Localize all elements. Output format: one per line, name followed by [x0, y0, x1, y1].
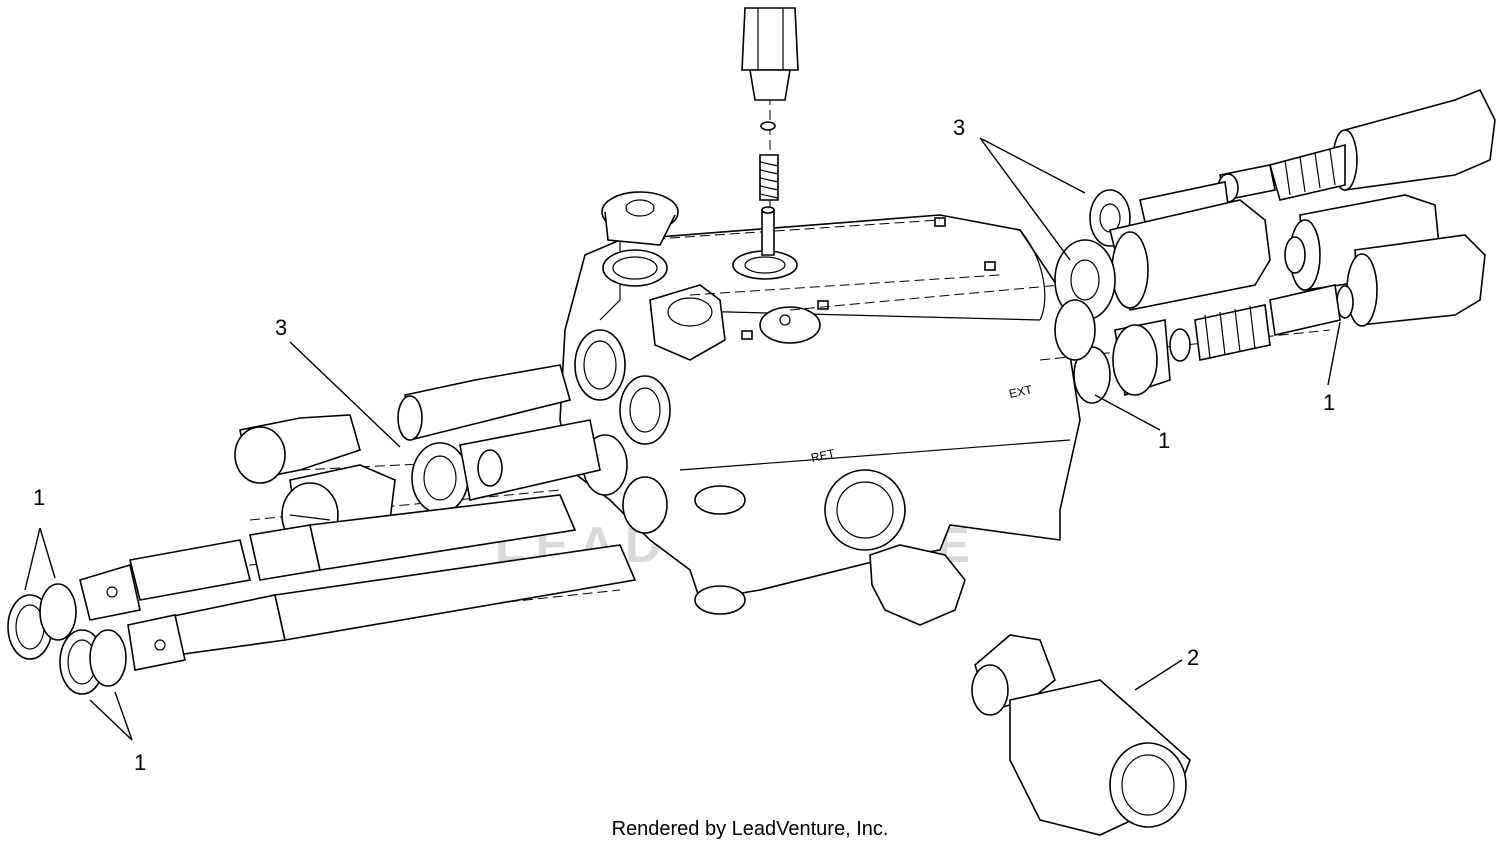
callout-1-center-right: 1: [1158, 428, 1170, 453]
plug-fitting: [601, 191, 679, 246]
callout-1-left-top: 1: [33, 485, 45, 510]
adapter-fitting: [971, 634, 1191, 836]
callout-3-left: 3: [275, 315, 287, 340]
render-credit: Rendered by LeadVenture, Inc.: [611, 818, 889, 840]
left-spool-kit: [7, 364, 637, 695]
right-spool-kit: [1054, 88, 1496, 404]
callout-1-far-right: 1: [1323, 390, 1335, 415]
callout-2: 2: [1187, 645, 1199, 670]
valve-body: EXT RET: [559, 214, 1081, 626]
body-mark-ret: RET: [810, 446, 837, 465]
callout-1-left-bottom: 1: [134, 750, 146, 775]
callout-3-right: 3: [953, 115, 965, 140]
callout-leaders: [24, 137, 1341, 741]
body-mark-ext: EXT: [1008, 382, 1034, 401]
relief-valve-assembly: [741, 7, 799, 256]
